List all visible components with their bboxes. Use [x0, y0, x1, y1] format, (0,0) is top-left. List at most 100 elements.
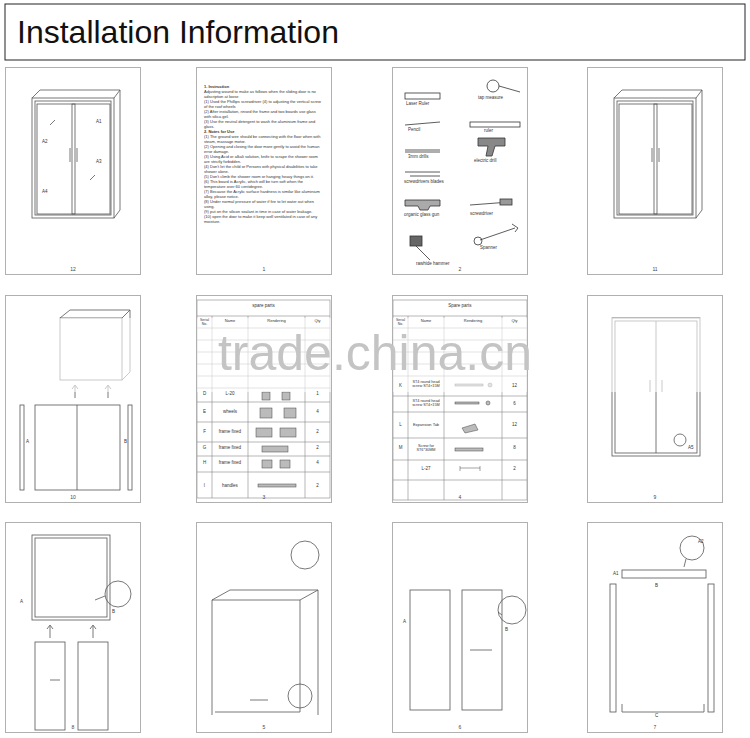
- table-cell: wheels: [212, 410, 248, 415]
- instruction-line: (3) Use the neutral detergent to wash th…: [204, 119, 324, 129]
- table-cell: D: [197, 392, 212, 397]
- page-thumbnail: 10: [5, 295, 141, 503]
- table-cell: ST4 round head screw ST4×15M: [408, 380, 444, 388]
- tool-name: organic glass gun: [404, 213, 464, 218]
- table-cell: I: [197, 484, 212, 489]
- tool-name: 3mm drills: [408, 155, 458, 160]
- table-cell: Qty: [502, 319, 527, 323]
- instruction-line: (3) Using Acid or alkali solution, knife…: [204, 154, 324, 164]
- table-cell: handles: [212, 484, 248, 489]
- table-cell: Rendering: [444, 319, 502, 323]
- page-number: 2: [393, 266, 527, 272]
- table-cell: frame fixed: [212, 461, 248, 466]
- instruction-line: (6) This board is Acrylic, which will be…: [204, 179, 324, 189]
- table-cell: Serial No.: [197, 319, 212, 327]
- page-number: 5: [197, 724, 331, 730]
- section-heading: 2. Notes for Use: [204, 129, 324, 134]
- table-cell: M: [393, 446, 408, 451]
- table-cell: 1: [305, 392, 330, 397]
- instruction-text-block: 1. InstructionAdjusting wound to make as…: [204, 84, 324, 224]
- instruction-line: Adjusting wound to make as follows when …: [204, 89, 324, 99]
- title-frame: [5, 4, 745, 60]
- callout-label: C: [655, 714, 663, 719]
- table-cell: frame fixed: [212, 430, 248, 435]
- instruction-line: (2) Opening and closing the door more ge…: [204, 144, 324, 154]
- instruction-line: (10) open the door to make it keep well …: [204, 214, 324, 224]
- page-thumbnail: 8: [5, 522, 141, 733]
- section-heading: 1. Instruction: [204, 84, 324, 89]
- assembly-drawing: [212, 541, 319, 715]
- page-number: 6: [393, 724, 527, 730]
- instruction-line: (1) Used the Phillips screwdriver (4) to…: [204, 99, 324, 109]
- instruction-line: (9) put on the silicon sealant in time i…: [204, 209, 324, 214]
- page-thumbnail: 7: [587, 522, 723, 733]
- table-cell: Name: [212, 319, 248, 323]
- instruction-line: (7) Because the Acrylic surface hardness…: [204, 189, 324, 199]
- callout-label: B: [112, 610, 120, 615]
- assembly-drawing: [32, 535, 131, 730]
- page-number: 1: [197, 266, 331, 272]
- table-cell: 2: [305, 446, 330, 451]
- table-cell: E: [197, 410, 212, 415]
- shower-door-drawing: [32, 90, 120, 218]
- page-thumbnail: 2: [392, 67, 528, 275]
- page-number: 10: [6, 494, 140, 500]
- table-cell: Name: [408, 319, 444, 323]
- callout-label: B: [505, 628, 513, 633]
- page-number: 8: [6, 724, 140, 730]
- instruction-line: (5) Don't climb the shower room or hangi…: [204, 174, 324, 179]
- tool-name: Pencil: [408, 128, 448, 133]
- table-cell: H: [197, 461, 212, 466]
- tool-name: electric drill: [474, 159, 524, 164]
- callout-label: A: [26, 440, 34, 445]
- assembly-drawing: [610, 536, 714, 712]
- tool-name: screwdriver: [470, 212, 520, 217]
- instruction-line: (4) Don't let the child or Persons with …: [204, 164, 324, 174]
- tool-name: rawhide hammer: [416, 262, 476, 267]
- watermark: trade.china.cn: [0, 326, 750, 381]
- tool-name: Laser Ruler: [406, 102, 466, 107]
- table-cell: 4: [305, 461, 330, 466]
- instruction-line: (8) Under normal pressure of water if fi…: [204, 199, 324, 209]
- page-thumbnail: 5: [196, 522, 332, 733]
- table-cell: Spare parts: [393, 304, 527, 309]
- callout-label: A: [403, 620, 411, 625]
- table-cell: ST4 round head screw ST4×15M: [408, 399, 444, 407]
- page-thumbnail: 11: [587, 67, 723, 275]
- table-cell: L-27: [408, 467, 444, 472]
- table-cell: L-20: [212, 392, 248, 397]
- callout-label: A: [20, 600, 28, 605]
- callout-label: A4: [42, 190, 54, 195]
- callout-label: A2: [42, 140, 54, 145]
- table-cell: 8: [502, 446, 527, 451]
- table-cell: 2: [305, 430, 330, 435]
- callout-label: B: [124, 440, 132, 445]
- table-cell: spare parts: [197, 304, 330, 309]
- page-number: 3: [197, 494, 331, 500]
- page-thumbnail: 9: [587, 295, 723, 503]
- table-cell: F: [197, 430, 212, 435]
- part-renderings: [256, 383, 492, 487]
- table-cell: Rendering: [248, 319, 305, 323]
- page-title: Installation Information: [17, 13, 339, 51]
- table-cell: G: [197, 446, 212, 451]
- table-cell: 4: [305, 410, 330, 415]
- table-cell: frame fixed: [212, 446, 248, 451]
- table-cell: 12: [502, 384, 527, 389]
- callout-label: A5: [688, 446, 700, 451]
- watermark-band: [0, 318, 750, 392]
- table-cell: L: [393, 423, 408, 428]
- callout-label: A1: [613, 572, 625, 577]
- page-number: 4: [393, 494, 527, 500]
- table-cell: 2: [305, 484, 330, 489]
- page-number: 12: [6, 266, 140, 272]
- callout-label: A3: [96, 160, 108, 165]
- tool-name: Spanner: [480, 246, 520, 251]
- assembly-drawing: [410, 590, 526, 710]
- table-cell: K: [393, 384, 408, 389]
- table-cell: Expansion Tab: [408, 423, 444, 427]
- table-cell: 6: [502, 402, 527, 407]
- table-cell: 12: [502, 423, 527, 428]
- callout-label: 2: [502, 467, 527, 472]
- shower-door-drawing: [614, 90, 702, 218]
